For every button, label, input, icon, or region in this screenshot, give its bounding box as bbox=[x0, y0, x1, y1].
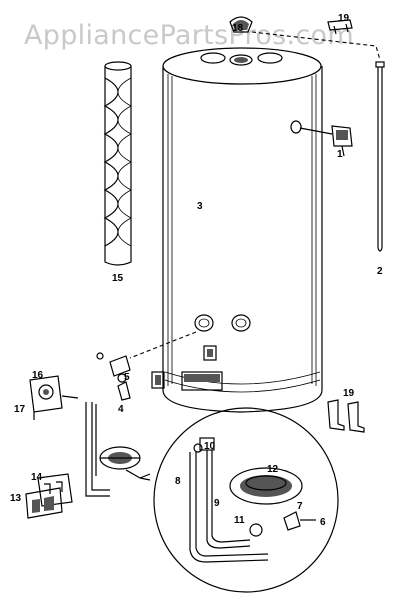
callout-2: 2 bbox=[377, 266, 383, 277]
callout-18: 18 bbox=[232, 23, 244, 34]
water-heater-tank bbox=[162, 47, 323, 413]
callout-17: 17 bbox=[14, 404, 26, 415]
callout-13: 13 bbox=[10, 493, 22, 504]
bracket-pair bbox=[327, 399, 365, 433]
callout-6: 6 bbox=[320, 517, 326, 528]
flue-baffle-spiral bbox=[103, 61, 132, 266]
callout-4: 4 bbox=[118, 404, 124, 415]
callout-19-top: 19 bbox=[338, 13, 350, 24]
callout-7: 7 bbox=[297, 501, 303, 512]
callout-8: 8 bbox=[175, 476, 181, 487]
flue-baffle-cap bbox=[229, 16, 253, 33]
callout-5: 5 bbox=[124, 372, 130, 383]
burner-assembly-left bbox=[85, 402, 151, 497]
callout-15: 15 bbox=[112, 273, 124, 284]
relief-valve bbox=[299, 125, 353, 157]
callout-11: 11 bbox=[234, 515, 245, 526]
callout-9: 9 bbox=[214, 498, 220, 509]
callout-16: 16 bbox=[32, 370, 44, 381]
callout-1: 1 bbox=[337, 149, 343, 160]
drain-valve bbox=[96, 331, 197, 401]
leader-dashed-top bbox=[251, 31, 381, 61]
callout-12: 12 bbox=[267, 464, 279, 475]
anode-rod bbox=[375, 61, 385, 252]
callout-3: 3 bbox=[197, 201, 203, 212]
watermark-text: AppliancePartsPros.com bbox=[24, 20, 354, 51]
gas-control-valve bbox=[29, 375, 79, 420]
callout-14: 14 bbox=[31, 472, 43, 483]
bracket-top bbox=[327, 19, 353, 35]
detail-inset bbox=[139, 407, 339, 593]
callout-19-bottom: 19 bbox=[343, 388, 355, 399]
burner-door bbox=[25, 473, 73, 519]
callout-10: 10 bbox=[204, 441, 216, 452]
